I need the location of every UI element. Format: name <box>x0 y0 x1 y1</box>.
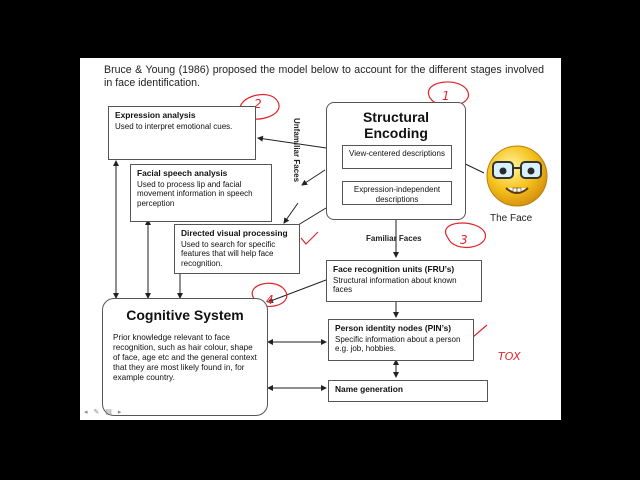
pin-box: Person identity nodes (PIN’s) Specific i… <box>328 319 474 361</box>
expression-independent-text: Expression-independent descriptions <box>353 185 441 204</box>
annotation-number-4: 4 <box>266 293 274 307</box>
intro-text: Bruce & Young (1986) proposed the model … <box>104 64 544 89</box>
circle-annotation-3 <box>445 222 486 249</box>
facial-speech-title: Facial speech analysis <box>137 168 228 178</box>
fru-desc: Structural information about known faces <box>333 275 457 295</box>
facial-speech-box: Facial speech analysis Used to process l… <box>130 164 272 222</box>
directed-visual-title: Directed visual processing <box>181 228 288 238</box>
slide-toolbar[interactable]: ◂ ✎ ▤ ▸ <box>84 409 124 416</box>
annotation-number-1: 1 <box>442 89 450 103</box>
expression-analysis-desc: Used to interpret emotional cues. <box>115 121 233 131</box>
familiar-faces-label: Familiar Faces <box>366 234 422 243</box>
unfamiliar-faces-label: Unfamiliar Faces <box>292 118 301 183</box>
the-face-label: The Face <box>490 213 533 224</box>
expression-analysis-title: Expression analysis <box>115 110 196 120</box>
view-centered-text: View-centered descriptions <box>349 149 445 158</box>
cognitive-system-title: Cognitive System <box>126 307 244 323</box>
cognitive-system-box: Cognitive System Prior knowledge relevan… <box>102 298 268 416</box>
annotation-number-2: 2 <box>254 97 262 111</box>
pin-title: Person identity nodes (PIN’s) <box>335 323 452 333</box>
slide: Bruce & Young (1986) proposed the model … <box>80 58 561 420</box>
fru-box: Face recognition units (FRU’s) Structura… <box>326 260 482 302</box>
arrow-speech-to-directed <box>283 202 299 224</box>
face-icon <box>486 145 548 207</box>
structural-encoding-title: Structural Encoding <box>362 109 430 141</box>
cognitive-system-desc: Prior knowledge relevant to face recogni… <box>113 333 257 382</box>
circle-annotation-2 <box>239 93 280 120</box>
fru-title: Face recognition units (FRU’s) <box>333 264 455 274</box>
pin-desc: Specific information about a person e.g.… <box>335 334 461 354</box>
view-centered-box: View-centered descriptions <box>342 145 452 169</box>
arrow-fru-cognitive <box>267 279 327 304</box>
tick-mark <box>300 231 319 245</box>
annotation-tox: TOX <box>498 350 521 363</box>
name-generation-title: Name generation <box>335 384 403 394</box>
arrow-to-facial-speech <box>301 169 326 186</box>
expression-independent-box: Expression-independent descriptions <box>342 181 452 205</box>
directed-visual-desc: Used to search for specific features tha… <box>181 239 276 268</box>
directed-visual-box: Directed visual processing Used to searc… <box>174 224 300 274</box>
expression-analysis-box: Expression analysis Used to interpret em… <box>108 106 256 160</box>
name-generation-box: Name generation <box>328 380 488 402</box>
annotation-number-3: 3 <box>460 233 468 247</box>
facial-speech-desc: Used to process lip and facial movement … <box>137 179 253 208</box>
